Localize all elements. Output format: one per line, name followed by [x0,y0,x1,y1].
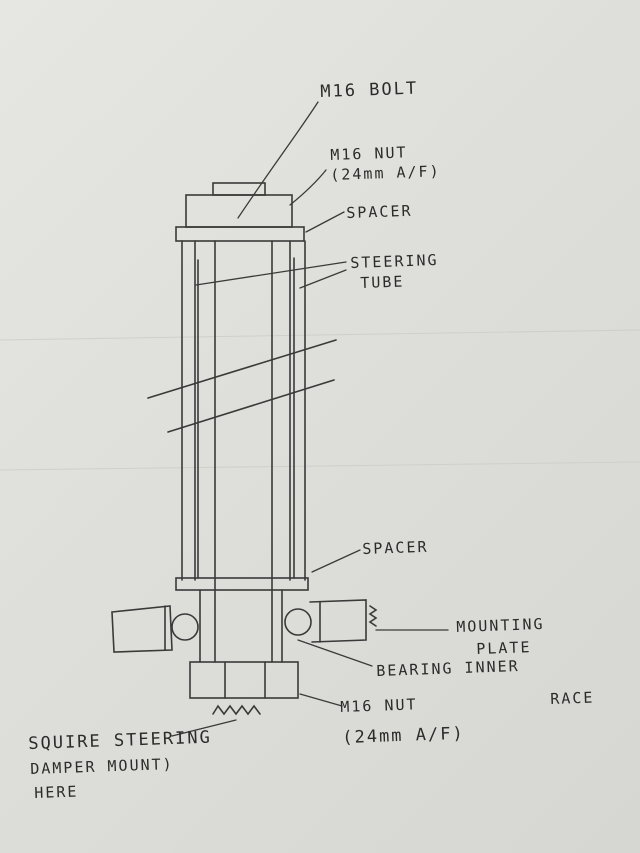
label-tube: TUBE [360,272,405,292]
bottom-spacer [175,577,309,591]
label-bolt: M16 BOLT [320,78,419,102]
leader-lines [171,101,449,737]
label-spacer-bottom: SPACER [362,537,429,558]
label-mounting: MOUNTING [456,614,545,636]
label-nut-bottom: M16 NUT [340,695,418,716]
bottom-nut [189,661,299,699]
label-spacer-top: SPACER [346,201,413,222]
paper-lines [0,329,640,471]
label-nut-top: M16 NUT [330,143,408,164]
break-lines [147,339,337,433]
thread-end [212,704,261,716]
label-nut-bottom-size: (24mm A/F) [342,723,465,748]
steering-tube [181,240,306,581]
top-nut [185,194,293,228]
label-here: HERE [34,782,79,802]
label-steering: STEERING [350,250,439,272]
label-nut-top-size: (24mm A/F) [330,162,441,184]
right-mount [284,599,378,643]
left-mount [111,605,199,653]
label-race: RACE [550,688,595,708]
label-plate: PLATE [476,638,532,658]
top-spacer [175,226,305,242]
